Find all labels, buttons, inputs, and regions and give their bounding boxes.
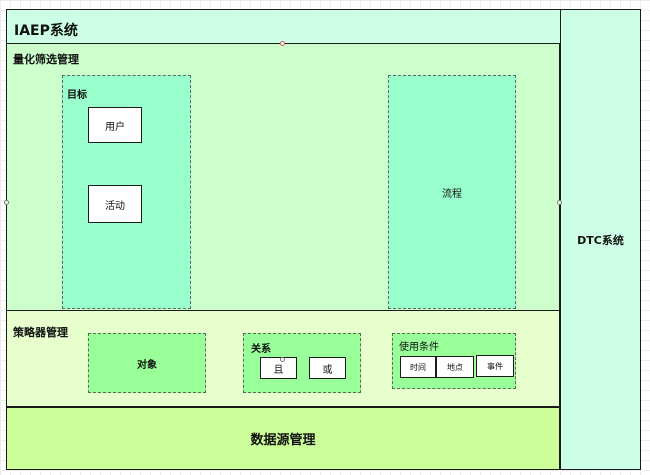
datasource-title: 数据源管理 — [250, 433, 316, 448]
target-title: 目标 — [67, 90, 87, 101]
flow-block: 流程 — [388, 75, 516, 309]
condition-item-event-label: 事件 — [487, 361, 503, 371]
flow-title: 流程 — [442, 188, 462, 200]
conditions-title: 使用条件 — [399, 342, 439, 353]
condition-item-event: 事件 — [476, 355, 514, 377]
relation-item-or-label: 或 — [322, 364, 333, 376]
object-block: 对象 — [88, 333, 206, 393]
relation-item-or: 或 — [309, 357, 346, 379]
relation-item-and: 且 — [260, 357, 297, 379]
object-title: 对象 — [137, 359, 157, 371]
condition-item-time: 时间 — [400, 356, 436, 378]
target-item-activity: 活动 — [88, 185, 142, 223]
dtc-system-block: DTC系统 — [560, 9, 641, 470]
target-item-user-label: 用户 — [105, 121, 125, 133]
target-item-activity-label: 活动 — [105, 200, 125, 212]
relation-title: 关系 — [251, 344, 271, 355]
connection-handle — [280, 357, 285, 362]
selection-handle-top — [280, 41, 285, 46]
condition-item-place: 地点 — [436, 356, 474, 378]
quant-screening-title: 量化筛选管理 — [13, 53, 79, 66]
datasource-block: 数据源管理 — [6, 407, 560, 470]
iaep-system-title: IAEP系统 — [14, 23, 78, 39]
selection-handle-left — [4, 200, 9, 205]
relation-item-and-label: 且 — [273, 364, 284, 376]
condition-item-time-label: 时间 — [410, 362, 426, 372]
dtc-system-title: DTC系统 — [577, 233, 624, 247]
condition-item-place-label: 地点 — [447, 362, 463, 372]
strategy-title: 策略器管理 — [13, 326, 68, 339]
selection-handle-right — [557, 200, 562, 205]
target-item-user: 用户 — [88, 107, 142, 143]
